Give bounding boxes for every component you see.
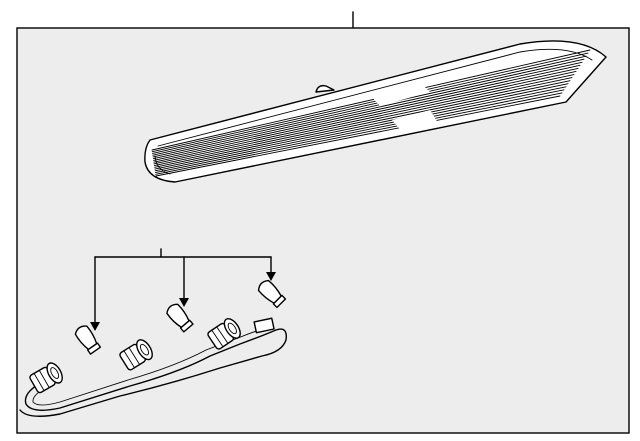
lens-rib-line xyxy=(154,80,571,168)
lens-rib-line xyxy=(151,52,589,153)
lens-rib-line xyxy=(152,58,585,156)
harness-connector xyxy=(253,317,275,334)
bulb-3 xyxy=(257,279,287,309)
lens-rib-line xyxy=(153,67,579,161)
lens-rib-line xyxy=(152,55,587,154)
lens-rib-line xyxy=(153,74,575,165)
lens-rib-line xyxy=(155,92,563,175)
lens-rib-line xyxy=(154,86,567,172)
bulb-callout xyxy=(90,248,276,331)
lens-rib-line xyxy=(154,83,569,170)
lens-rib-line xyxy=(152,61,583,158)
socket-2 xyxy=(119,339,153,371)
socket-and-wire-harness xyxy=(19,317,287,417)
lens-rib-line xyxy=(153,71,577,163)
socket-3 xyxy=(207,317,241,350)
high-mount-stop-lamp xyxy=(144,40,607,183)
bulb-2 xyxy=(166,303,194,333)
lamp-lens-ribs xyxy=(151,49,591,177)
socket-1 xyxy=(29,362,63,394)
lens-rib-line xyxy=(152,64,581,160)
lens-rib-line xyxy=(155,95,561,177)
lens-rib-line xyxy=(153,77,573,167)
lens-rib-line xyxy=(151,49,591,151)
bulb-1 xyxy=(74,325,102,355)
lens-rib-line xyxy=(155,89,565,173)
